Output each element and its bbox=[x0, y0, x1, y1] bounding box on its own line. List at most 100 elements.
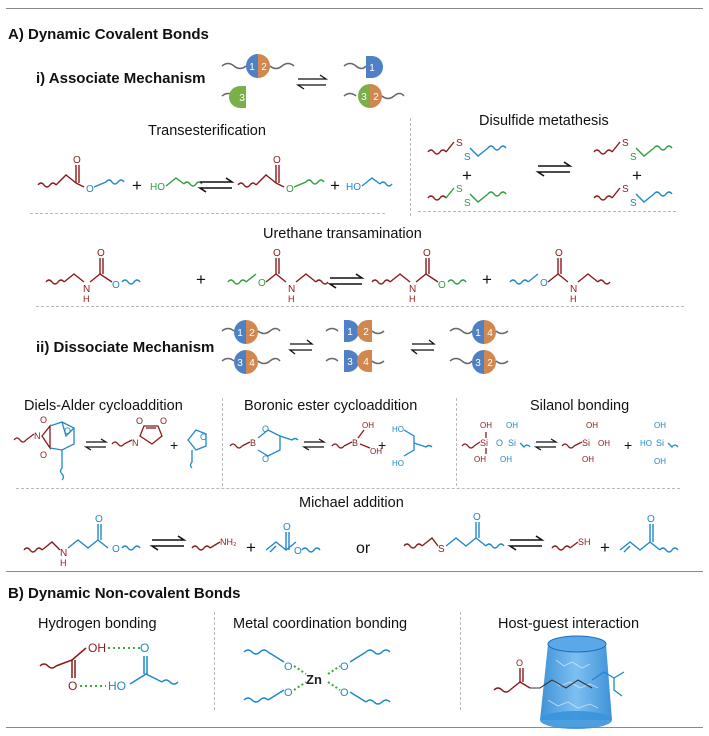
svg-text:+: + bbox=[632, 166, 642, 185]
associate-schematic: 1 2 3 1 3 2 bbox=[221, 54, 405, 108]
svg-text:1: 1 bbox=[369, 63, 375, 74]
svg-text:O: O bbox=[340, 687, 349, 699]
svg-text:3: 3 bbox=[475, 358, 481, 369]
svg-text:S: S bbox=[464, 152, 471, 163]
svg-text:OH: OH bbox=[598, 439, 610, 448]
transesterification-scheme: O O + HO O O + HO bbox=[37, 155, 393, 195]
svg-text:2: 2 bbox=[249, 328, 255, 339]
svg-text:O: O bbox=[555, 248, 563, 259]
svg-text:O: O bbox=[540, 278, 548, 289]
svg-text:O: O bbox=[258, 278, 266, 289]
bottom-border bbox=[6, 727, 703, 728]
section-divider bbox=[6, 571, 703, 572]
svg-text:O: O bbox=[273, 248, 281, 259]
svg-text:Si: Si bbox=[656, 438, 664, 448]
bead-3 bbox=[229, 86, 246, 108]
divider-v-trans-disulfide bbox=[410, 118, 411, 216]
svg-text:H: H bbox=[570, 294, 577, 304]
svg-text:N: N bbox=[132, 438, 139, 448]
svg-text:or: or bbox=[356, 540, 371, 557]
svg-text:+: + bbox=[462, 166, 472, 185]
svg-text:N: N bbox=[288, 284, 295, 295]
divider-h-disulfide bbox=[418, 211, 676, 212]
svg-text:+: + bbox=[624, 437, 632, 453]
svg-text:3: 3 bbox=[237, 358, 243, 369]
divider-v-da-boronic bbox=[222, 398, 223, 486]
svg-text:Si: Si bbox=[508, 438, 516, 448]
svg-text:OH: OH bbox=[88, 641, 106, 655]
hbond-scheme: OH O O HO bbox=[39, 641, 179, 693]
svg-text:S: S bbox=[438, 544, 445, 555]
bead-3-2: 3 2 bbox=[358, 84, 382, 108]
disulfide-label: Disulfide metathesis bbox=[479, 113, 609, 129]
diels-alder-label: Diels-Alder cycloaddition bbox=[24, 398, 183, 414]
svg-text:O: O bbox=[283, 522, 291, 533]
silanol-scheme: Si OH OH O Si OH OH Si OH OH OH + HO Si … bbox=[461, 421, 679, 466]
svg-text:OH: OH bbox=[582, 455, 594, 464]
svg-text:B: B bbox=[352, 438, 358, 448]
svg-text:HO: HO bbox=[150, 182, 165, 193]
svg-text:S: S bbox=[622, 184, 629, 195]
divider-v-hbond-metal bbox=[214, 612, 215, 710]
svg-text:OH: OH bbox=[480, 421, 492, 430]
divider-v-boronic-silanol bbox=[456, 398, 457, 486]
svg-text:H: H bbox=[288, 294, 295, 304]
svg-text:S: S bbox=[630, 152, 637, 163]
urethane-scheme: N H O O + O O N H N H O O + O O bbox=[45, 248, 611, 304]
svg-text:1: 1 bbox=[347, 327, 353, 338]
svg-text:OH: OH bbox=[654, 421, 666, 430]
svg-text:O: O bbox=[112, 544, 120, 555]
svg-text:O: O bbox=[112, 280, 120, 291]
section-a-title: A) Dynamic Covalent Bonds bbox=[8, 26, 209, 43]
svg-text:S: S bbox=[622, 138, 629, 149]
svg-text:O: O bbox=[286, 184, 294, 195]
svg-text:+: + bbox=[132, 176, 142, 195]
svg-text:N: N bbox=[570, 284, 577, 295]
svg-text:O: O bbox=[200, 432, 207, 442]
hostguest-label: Host-guest interaction bbox=[498, 616, 640, 632]
svg-text:O: O bbox=[73, 155, 81, 166]
top-border bbox=[6, 8, 703, 9]
urethane-label: Urethane transamination bbox=[263, 226, 422, 242]
svg-text:O: O bbox=[40, 415, 47, 425]
bead-1 bbox=[366, 56, 383, 78]
svg-text:O: O bbox=[262, 454, 269, 464]
svg-text:O: O bbox=[438, 280, 446, 291]
svg-text:N: N bbox=[409, 284, 416, 295]
svg-text:O: O bbox=[95, 514, 103, 525]
silanol-label: Silanol bonding bbox=[530, 398, 630, 414]
divider-v-metal-host bbox=[460, 612, 461, 710]
equilibrium-arrow bbox=[295, 74, 329, 90]
svg-text:2: 2 bbox=[487, 358, 493, 369]
svg-text:S: S bbox=[464, 198, 471, 209]
hbond-label: Hydrogen bonding bbox=[38, 616, 157, 632]
svg-text:O: O bbox=[340, 661, 349, 673]
svg-text:1: 1 bbox=[249, 62, 255, 73]
hostguest-scheme: O bbox=[493, 635, 625, 729]
svg-text:H: H bbox=[83, 294, 90, 304]
svg-text:O: O bbox=[284, 661, 293, 673]
svg-text:S: S bbox=[630, 198, 637, 209]
svg-text:4: 4 bbox=[363, 357, 369, 368]
svg-text:O: O bbox=[262, 424, 269, 434]
svg-text:Si: Si bbox=[582, 438, 590, 448]
svg-text:OH: OH bbox=[362, 421, 374, 430]
svg-text:O: O bbox=[40, 450, 47, 460]
svg-text:+: + bbox=[600, 538, 610, 557]
svg-text:OH: OH bbox=[654, 457, 666, 466]
svg-text:OH: OH bbox=[370, 447, 382, 456]
svg-text:1: 1 bbox=[237, 328, 243, 339]
svg-text:H: H bbox=[60, 558, 67, 568]
metal-scheme: O O Zn O O bbox=[243, 649, 391, 705]
svg-text:2: 2 bbox=[261, 62, 267, 73]
svg-text:HO: HO bbox=[392, 425, 404, 434]
dissociate-schematic: 1 2 3 4 1 2 3 4 1 4 bbox=[221, 320, 509, 374]
svg-text:S: S bbox=[456, 138, 463, 149]
svg-text:NH₂: NH₂ bbox=[220, 537, 237, 547]
svg-text:4: 4 bbox=[249, 358, 255, 369]
transesterification-label: Transesterification bbox=[148, 123, 266, 139]
michael-scheme: N H O O NH₂ + O O or S O SH + O bbox=[23, 512, 679, 568]
svg-text:HO: HO bbox=[108, 679, 126, 693]
svg-text:OH: OH bbox=[586, 421, 598, 430]
